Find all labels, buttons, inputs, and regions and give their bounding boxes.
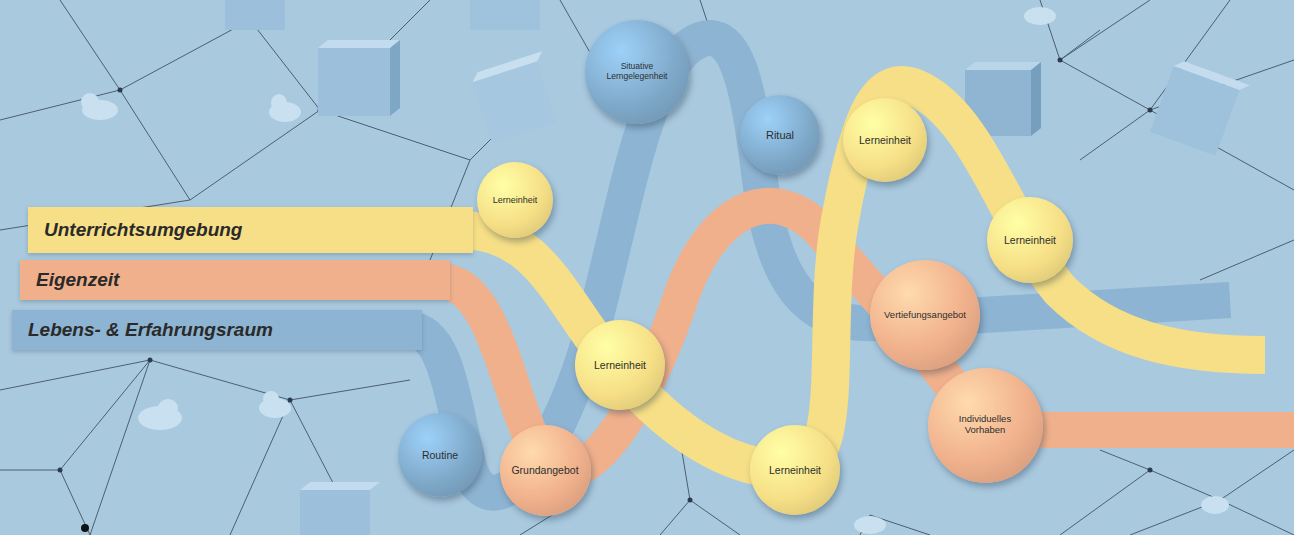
sphere-node: Lerneinheit [575,320,665,410]
sphere-node: Grundangebot [500,425,591,516]
sphere-label: Grundangebot [511,464,578,476]
ribbon-band: Lebens- & Erfahrungsraum [12,310,422,350]
sphere-label: Lerneinheit [493,195,538,205]
sphere-label: Individuelles Vorhaben [939,414,1031,436]
sphere-node: Ritual [740,95,820,175]
sphere-node: Lerneinheit [843,98,927,182]
sphere-node: Vertiefungsangebot [870,260,980,370]
ribbon-band: Unterrichtsumgebung [28,207,473,253]
sphere-label: Situative Lerngelegenheit [595,62,678,82]
sphere-node: Lerneinheit [477,162,553,238]
band-label: Lebens- & Erfahrungsraum [28,319,273,341]
sphere-label: Routine [422,449,458,461]
sphere-label: Lerneinheit [594,359,646,371]
sphere-label: Lerneinheit [769,464,821,476]
sphere-node: Lerneinheit [750,425,840,515]
sphere-label: Lerneinheit [859,134,911,146]
sphere-label: Vertiefungsangebot [884,310,966,321]
sphere-label: Lerneinheit [1004,234,1056,246]
sphere-label: Ritual [766,129,794,142]
band-label: Unterrichtsumgebung [44,219,242,241]
band-label: Eigenzeit [36,269,119,291]
sphere-node: Lerneinheit [987,197,1073,283]
sphere-node: Routine [398,413,482,497]
sphere-node: Individuelles Vorhaben [928,368,1043,483]
ribbon-band: Eigenzeit [20,260,450,300]
sphere-node: Situative Lerngelegenheit [585,20,689,124]
